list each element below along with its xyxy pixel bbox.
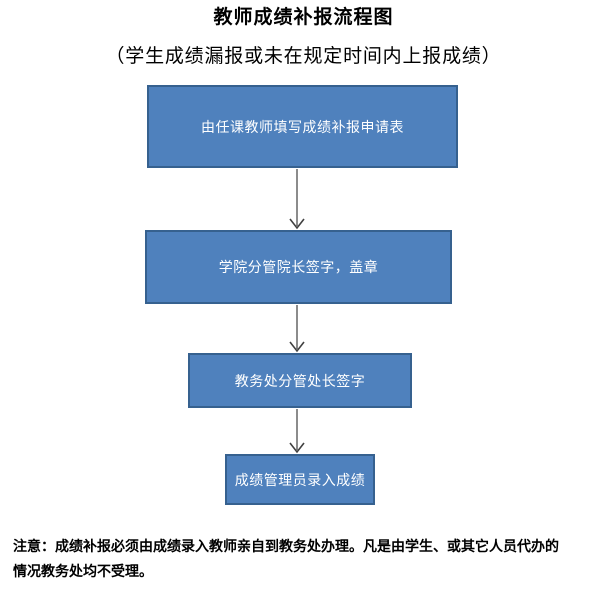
page-subtitle: （学生成绩漏报或未在规定时间内上报成绩）	[105, 46, 502, 67]
flow-step-2: 学院分管院长签字，盖章	[145, 230, 452, 304]
down-arrowhead-icon	[289, 218, 305, 230]
note-line-1: 注意：成绩补报必须由成绩录入教师亲自到教务处办理。凡是由学生、或其它人员代办的	[13, 540, 559, 555]
flow-step-1: 由任课教师填写成绩补报申请表	[147, 85, 458, 168]
page-title: 教师成绩补报流程图	[213, 7, 394, 28]
flow-step-4-label: 成绩管理员录入成绩	[234, 473, 366, 489]
flow-step-2-label: 学院分管院长签字，盖章	[218, 261, 379, 276]
down-arrow-connector-1	[289, 169, 305, 230]
flow-step-4: 成绩管理员录入成绩	[225, 454, 375, 505]
note-line-2: 情况教务处均不受理。	[13, 565, 153, 580]
flow-step-3-label: 教务处分管处长签字	[234, 374, 366, 390]
down-arrowhead-icon	[289, 442, 305, 454]
down-arrow-connector-3	[289, 409, 305, 454]
down-arrow-connector-2	[289, 305, 305, 353]
down-arrowhead-icon	[289, 341, 305, 353]
flow-step-3: 教务处分管处长签字	[188, 353, 412, 408]
flow-step-1-label: 由任课教师填写成绩补报申请表	[201, 120, 404, 136]
note-text: 注意：成绩补报必须由成绩录入教师亲自到教务处办理。凡是由学生、或其它人员代办的 …	[13, 535, 603, 585]
